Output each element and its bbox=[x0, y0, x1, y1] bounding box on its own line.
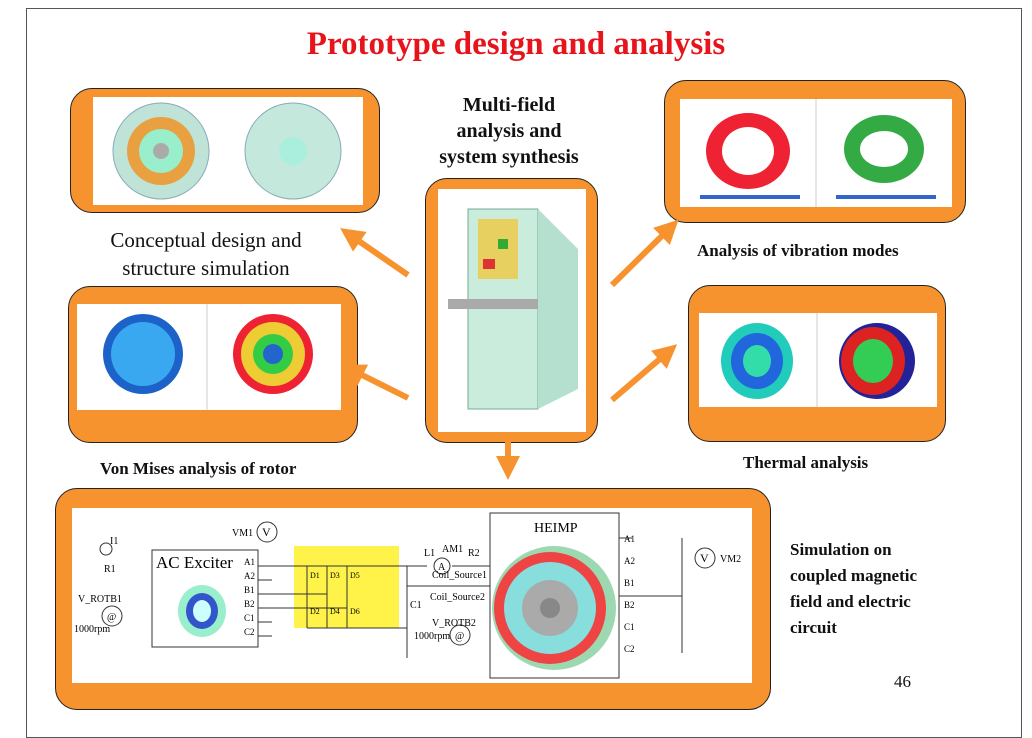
caption-line: analysis and bbox=[456, 120, 562, 142]
caption-line: Conceptual design and bbox=[110, 228, 302, 252]
c1-label: C1 bbox=[410, 600, 422, 611]
vibration-caption: Analysis of vibration modes bbox=[697, 241, 899, 260]
pin-label: A1 bbox=[244, 557, 255, 567]
pin-label: B2 bbox=[624, 600, 635, 610]
r1-label: R1 bbox=[104, 564, 116, 575]
slide-title: Prototype design and analysis bbox=[306, 26, 726, 62]
caption-line: Multi-field bbox=[462, 94, 556, 116]
vm2-label: VM2 bbox=[720, 554, 741, 565]
pin-label: B2 bbox=[244, 599, 255, 609]
conceptual-caption: Conceptual design and structure simulati… bbox=[88, 226, 324, 282]
arrow-icon bbox=[341, 364, 410, 401]
motor-model-images bbox=[93, 97, 363, 205]
caption-line: coupled magnetic bbox=[790, 566, 918, 585]
caption-line: structure simulation bbox=[122, 256, 290, 280]
thermal-caption: Thermal analysis bbox=[743, 453, 869, 472]
heimp-label: HEIMP bbox=[534, 521, 578, 536]
pin-label: C1 bbox=[624, 622, 635, 632]
page-number: 46 bbox=[894, 672, 911, 691]
circuit-diagram: AC Exciter HEIMP VM1 V V VM2 A AM1 L1 R2… bbox=[72, 508, 752, 683]
diode-label: D6 bbox=[350, 607, 360, 616]
caption-line: field and electric bbox=[790, 592, 911, 611]
i1-label: I1 bbox=[110, 536, 118, 547]
vm1-label: VM1 bbox=[232, 528, 253, 539]
simulation-caption: Simulation on coupled magnetic field and… bbox=[790, 537, 917, 641]
von-mises-caption: Von Mises analysis of rotor bbox=[100, 459, 297, 478]
diode-label: D2 bbox=[310, 607, 320, 616]
omega-icon: @ bbox=[455, 631, 464, 642]
ammeter-icon: A bbox=[438, 562, 446, 573]
ac-exciter-label: AC Exciter bbox=[156, 553, 233, 572]
pin-label: C2 bbox=[624, 644, 635, 654]
von-mises-images bbox=[77, 304, 341, 410]
center-caption: Multi-field analysis and system synthesi… bbox=[415, 92, 603, 170]
arrow-icon bbox=[610, 344, 678, 403]
diode-label: D1 bbox=[310, 571, 320, 580]
pin-label: B1 bbox=[624, 578, 635, 588]
rpm2-label: 1000rpm bbox=[414, 631, 450, 642]
circuit-panel: AC Exciter HEIMP VM1 V V VM2 A AM1 L1 R2… bbox=[55, 488, 771, 710]
thermal-panel bbox=[688, 285, 946, 442]
omega-icon: @ bbox=[107, 612, 116, 623]
voltmeter-icon: V bbox=[700, 551, 709, 565]
voltmeter-icon: V bbox=[262, 525, 271, 539]
pin-label: A2 bbox=[244, 571, 255, 581]
motor-cutaway-image bbox=[438, 189, 586, 432]
pin-label: C2 bbox=[244, 627, 255, 637]
vrotb1-label: V_ROTB1 bbox=[78, 594, 122, 605]
rpm1-label: 1000rpm bbox=[74, 624, 110, 635]
pin-label: C1 bbox=[244, 613, 255, 623]
arrow-icon bbox=[340, 228, 410, 278]
thermal-images bbox=[699, 313, 937, 407]
arrow-icon bbox=[609, 219, 679, 288]
vrotb2-label: V_ROTB2 bbox=[432, 618, 476, 629]
von-mises-panel bbox=[68, 286, 358, 443]
coil-source2-label: Coil_Source2 bbox=[430, 592, 485, 603]
pin-label: B1 bbox=[244, 585, 255, 595]
r2-label: R2 bbox=[468, 548, 480, 559]
l1-label: L1 bbox=[424, 548, 435, 559]
caption-line: circuit bbox=[790, 618, 837, 637]
conceptual-design-panel bbox=[70, 88, 380, 213]
am1-label: AM1 bbox=[442, 544, 463, 555]
diode-label: D5 bbox=[350, 571, 360, 580]
system-synthesis-panel bbox=[425, 178, 598, 443]
coil-source1-label: Coil_Source1 bbox=[432, 570, 487, 581]
pin-label: A2 bbox=[624, 556, 635, 566]
vibration-panel bbox=[664, 80, 966, 223]
vibration-mode-images bbox=[680, 99, 952, 207]
caption-line: system synthesis bbox=[439, 146, 579, 168]
pin-label: A1 bbox=[624, 534, 635, 544]
caption-line: Simulation on bbox=[790, 540, 892, 559]
diode-label: D3 bbox=[330, 571, 340, 580]
diode-label: D4 bbox=[330, 607, 340, 616]
